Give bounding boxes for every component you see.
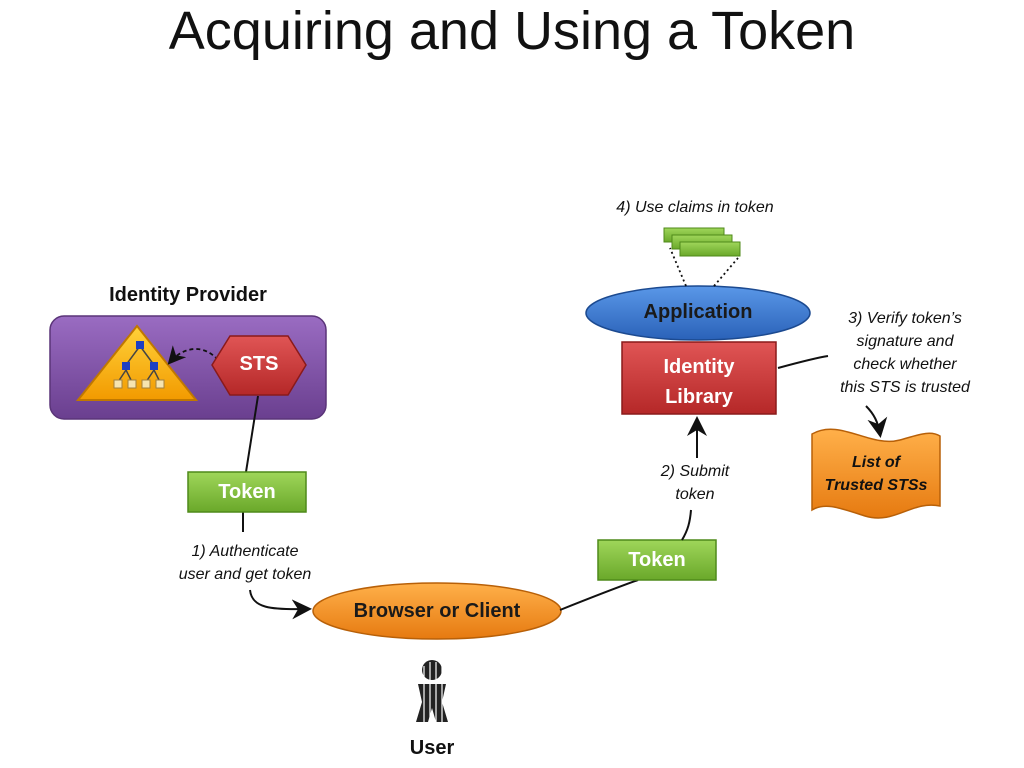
- trusted-list-banner: [811, 428, 941, 519]
- step2-label: 2) Submit token: [660, 463, 730, 503]
- user-icon: [416, 660, 448, 722]
- browser-ellipse: [312, 582, 562, 640]
- token-step2-line: [681, 509, 692, 541]
- trusted-list-label: List of Trusted STSs: [824, 454, 928, 494]
- step1-label: 1) Authenticate user and get token: [178, 543, 312, 583]
- token-left-label: Token: [218, 481, 276, 503]
- sts-label: STS: [239, 353, 279, 375]
- sts-hexagon: [211, 335, 307, 396]
- directory-icon: [75, 324, 199, 401]
- claims-stack-icon: [663, 227, 741, 257]
- token-left: [187, 471, 307, 513]
- slide-title: Acquiring and Using a Token: [168, 1, 856, 61]
- identity-library-box: [621, 341, 777, 415]
- user-label: User: [409, 737, 455, 759]
- application-label: Application: [643, 301, 753, 323]
- library-step3-line: [777, 355, 829, 369]
- step3-arrow: [865, 405, 888, 438]
- sts-token-line: [245, 395, 259, 473]
- browser-label: Browser or Client: [353, 600, 521, 622]
- identity-library-label: Identity Library: [663, 356, 735, 408]
- sts-to-directory-arrow: [167, 345, 219, 365]
- token-bottom: [597, 539, 717, 581]
- step1-arrow: [249, 589, 312, 620]
- identity-provider-heading: Identity Provider: [109, 284, 267, 306]
- claims-dotted-left: [669, 247, 687, 287]
- browser-token-line: [559, 579, 639, 611]
- token-bottom-label: Token: [628, 549, 686, 571]
- application-ellipse: [585, 285, 811, 341]
- step3-label: 3) Verify token’s signature and check wh…: [840, 310, 970, 396]
- claims-dotted-right: [713, 257, 739, 287]
- step4-label: 4) Use claims in token: [616, 199, 774, 216]
